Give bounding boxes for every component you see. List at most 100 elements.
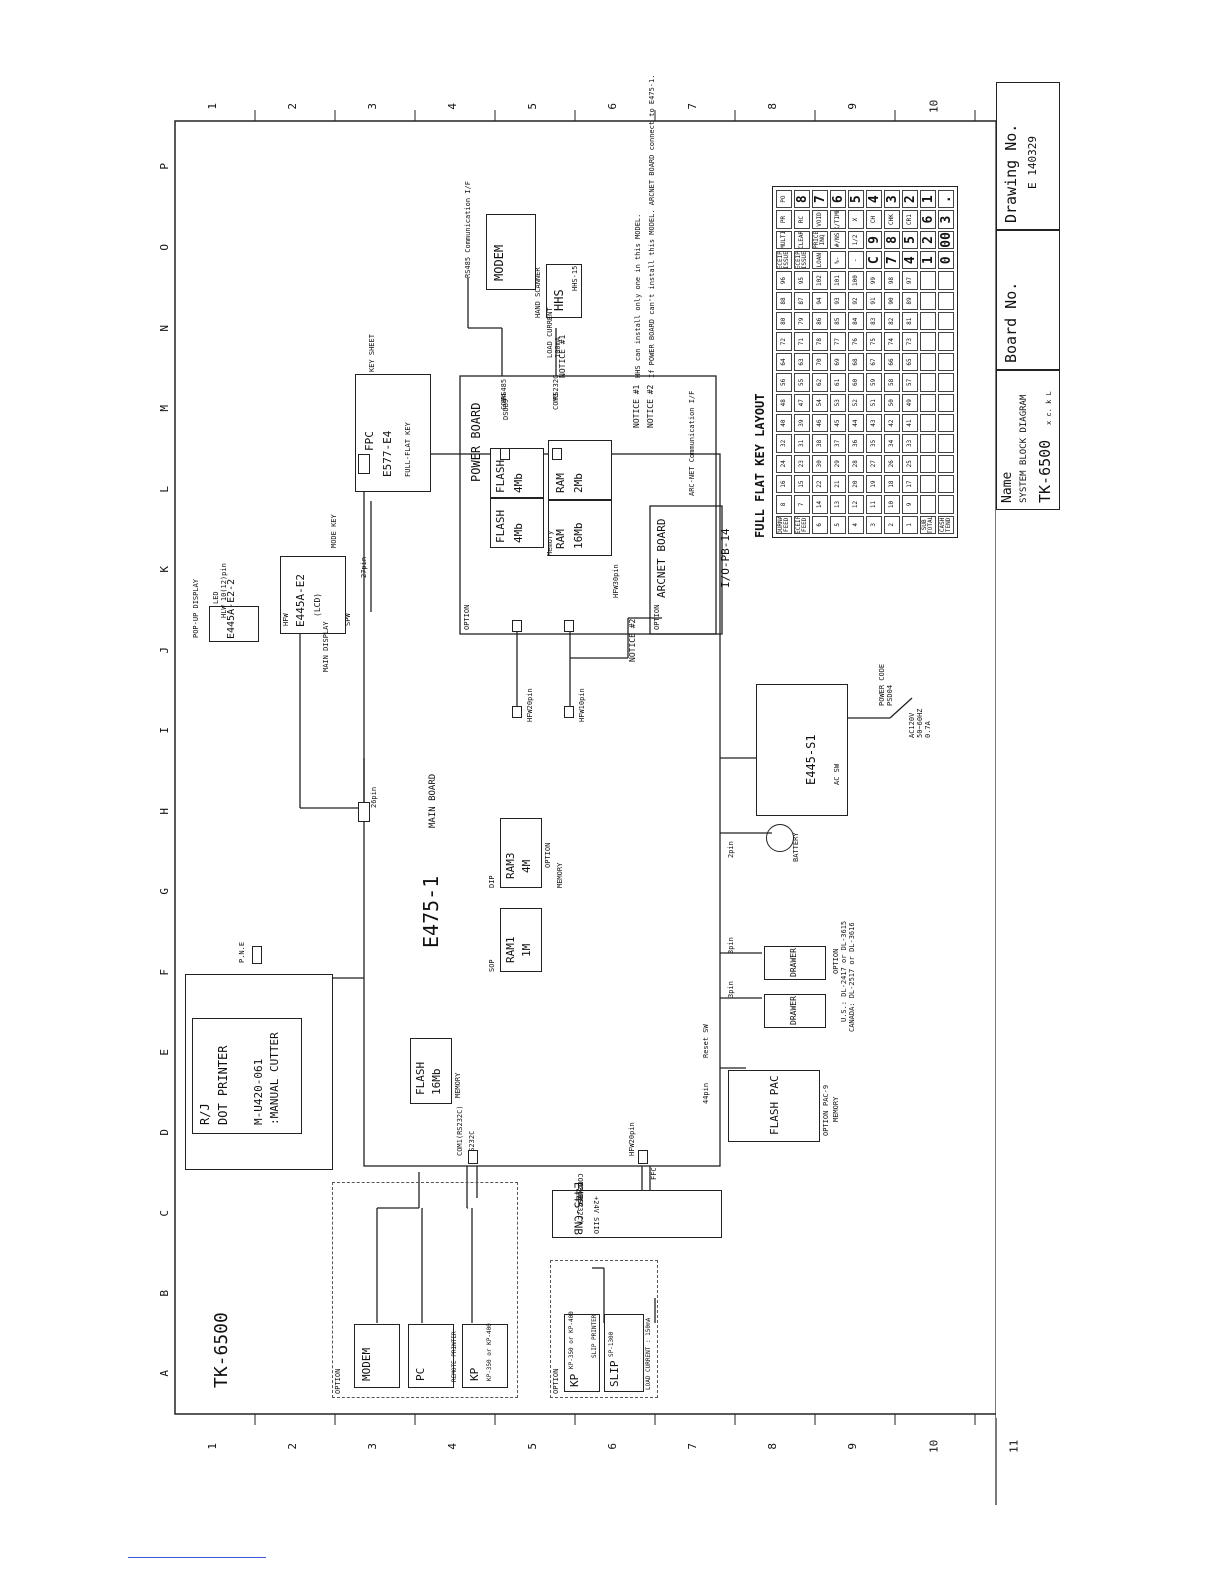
power-memory: Memory bbox=[546, 530, 554, 556]
keyboard-key: 61 bbox=[830, 373, 846, 392]
ram-16-size: 16Mb bbox=[572, 522, 585, 550]
keyboard-key: 6 bbox=[830, 190, 846, 209]
notice-1-text: HHS can install only one in this MODEL. bbox=[634, 213, 642, 378]
grid-col-8-bottom: 8 bbox=[765, 1443, 779, 1450]
keyboard-key: MULTI bbox=[776, 230, 792, 250]
keyboard-key: 1/2 bbox=[848, 230, 864, 250]
keyboard-key: LOAN bbox=[812, 251, 828, 270]
keyboard-key: 48 bbox=[776, 393, 792, 412]
keyboard-key bbox=[938, 413, 954, 433]
name-suffix: x c. k L bbox=[1045, 391, 1053, 425]
keyboard-key: 53 bbox=[830, 393, 846, 412]
keyboard-key: 42 bbox=[884, 413, 900, 433]
kp-b-block: KP KP-350 or KP-400 bbox=[462, 1323, 508, 1388]
keyboard-key: 11 bbox=[866, 495, 882, 514]
slip-model: SP-1300 bbox=[608, 1331, 615, 1357]
sop-label: SOP bbox=[488, 959, 496, 972]
grid-col-9-bottom: 9 bbox=[845, 1443, 859, 1450]
modem-top-label: MODEM bbox=[492, 244, 506, 281]
ram3-block: RAM3 4M bbox=[500, 818, 542, 888]
keyboard-key bbox=[938, 332, 954, 351]
dot-printer-rj: R/J bbox=[198, 1103, 212, 1125]
drawer-1-label: DRAWER bbox=[789, 948, 798, 977]
grid-row-o: O bbox=[157, 244, 171, 251]
grid-row-m: M bbox=[157, 405, 171, 412]
keyboard-key: #/NS bbox=[830, 230, 846, 250]
kp-b-label: KP bbox=[468, 1367, 481, 1381]
fpc-sub: E577-E4 bbox=[381, 430, 394, 477]
keyboard-key: 00 bbox=[938, 230, 954, 250]
keyboard-key: CLEAR bbox=[794, 230, 810, 250]
keyboard-key: 88 bbox=[776, 291, 792, 311]
keyboard-key bbox=[920, 352, 936, 372]
keyboard-key: 75 bbox=[866, 332, 882, 351]
grid-row-n: N bbox=[157, 325, 171, 332]
grid-row-e: E bbox=[157, 1049, 171, 1056]
keyboard-key: 62 bbox=[812, 373, 828, 392]
keyboard-key: PR bbox=[776, 210, 792, 229]
keyboard-key: 102 bbox=[812, 271, 828, 290]
drawing-no-cell: Drawing No. E 140329 bbox=[996, 82, 1060, 230]
keyboard-key: 5 bbox=[830, 515, 846, 534]
flash-pac-opt: OPTION bbox=[822, 1110, 830, 1136]
dot-printer-title: DOT PRINTER bbox=[216, 1045, 230, 1125]
keyboard-key bbox=[920, 413, 936, 433]
keyboard-key: 27 bbox=[866, 454, 882, 473]
name-model: TK-6500 bbox=[1036, 439, 1054, 503]
grid-col-2-bottom: 2 bbox=[285, 1443, 299, 1450]
flash-pac-sub: PAC-9 bbox=[822, 1084, 830, 1106]
model-mark: TK-6500 bbox=[211, 1312, 232, 1388]
cnb-24v: +24V SIIO bbox=[592, 1196, 601, 1234]
keyboard-key: 91 bbox=[866, 291, 882, 311]
hfw30-label: HFW30pin bbox=[612, 564, 620, 598]
keyboard-key bbox=[920, 291, 936, 311]
keyboard-key: 86 bbox=[812, 312, 828, 331]
keyboard-key: 1 bbox=[920, 190, 936, 209]
keyboard-key: 20 bbox=[848, 474, 864, 494]
conn-rs485 bbox=[500, 448, 510, 460]
keyboard-key: 2 bbox=[884, 515, 900, 534]
keyboard-key: 63 bbox=[794, 352, 810, 372]
footer-link[interactable] bbox=[128, 1557, 266, 1558]
grid-row-h: H bbox=[157, 808, 171, 815]
keyboard-key: CR1 bbox=[902, 210, 918, 229]
slip-printer: SLIP PRINTER bbox=[591, 1314, 598, 1358]
keyboard-key: 21 bbox=[830, 474, 846, 494]
keyboard-key: 43 bbox=[866, 413, 882, 433]
keyboard-key: 23 bbox=[794, 454, 810, 473]
cnb-com: COM2(RS232C) bbox=[576, 1173, 585, 1224]
keyboard-key bbox=[920, 393, 936, 412]
power-code-2: PSD04 bbox=[886, 684, 894, 706]
notice-2-tag: NOTICE #2 bbox=[628, 618, 637, 662]
modem-top-block: MODEM bbox=[486, 214, 536, 290]
conn-hfw10-b bbox=[564, 620, 574, 632]
keyboard-key: 97 bbox=[902, 271, 918, 290]
ac-spec-2: 50~60HZ bbox=[916, 708, 924, 738]
board-no-label: Board No. bbox=[1002, 281, 1020, 363]
spw-label: SPW bbox=[344, 613, 352, 626]
keyboard-key: 4 bbox=[866, 190, 882, 209]
flash-pac-block: FLASH PAC bbox=[728, 1070, 820, 1142]
keyboard-key: 74 bbox=[884, 332, 900, 351]
e445-s1-label: E445-S1 bbox=[804, 734, 818, 785]
name-value: SYSTEM BLOCK DIAGRAM bbox=[1019, 394, 1029, 503]
conn-hfw20-b bbox=[512, 620, 522, 632]
grid-col-10-bottom: 10 bbox=[927, 1439, 941, 1453]
ram1-label: RAM1 bbox=[504, 936, 517, 964]
pin44-label: 44pin bbox=[702, 1082, 710, 1104]
keyboard-key: - bbox=[848, 251, 864, 270]
ram3-label: RAM3 bbox=[504, 852, 517, 880]
keyboard-key: PO bbox=[776, 190, 792, 209]
pc-b-label: PC bbox=[414, 1367, 427, 1381]
keyboard-key: 98 bbox=[884, 271, 900, 290]
keyboard-key bbox=[938, 271, 954, 290]
keyboard-key: 4 bbox=[902, 251, 918, 270]
dsub9-b: DSUB9 bbox=[502, 398, 510, 420]
keyboard-key bbox=[938, 454, 954, 473]
hand-scanner: HAND SCANNER bbox=[534, 267, 542, 318]
pne-connector bbox=[252, 946, 262, 964]
keyboard-key bbox=[920, 474, 936, 494]
conn-com1 bbox=[468, 1150, 478, 1164]
battery-label: BATTERY bbox=[792, 832, 800, 862]
keyboard-key: 66 bbox=[884, 352, 900, 372]
